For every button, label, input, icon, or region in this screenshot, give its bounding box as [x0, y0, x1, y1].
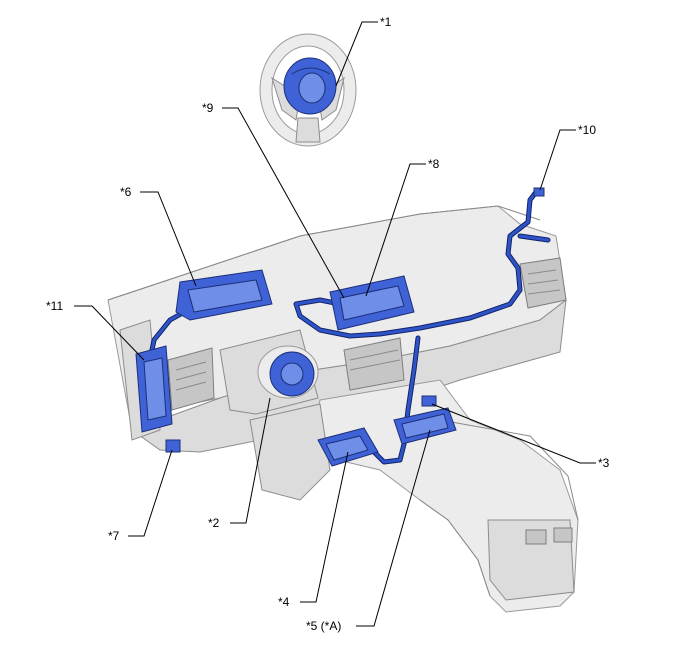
callout-7: *7 [108, 529, 120, 543]
steering-pad-component [283, 57, 337, 115]
left-ecu-component [135, 345, 173, 433]
callout-4: *4 [278, 595, 290, 609]
callout-1: *1 [380, 15, 392, 29]
small-sensor-component [421, 395, 437, 407]
callout-labels: *1 *2 *3 *4 *5 (*A) *6 *7 *8 *9 *10 *11 [46, 15, 610, 633]
antenna-connector-component [533, 187, 545, 197]
callout-3: *3 [598, 456, 610, 470]
wire-harness [147, 189, 551, 465]
center-console [249, 379, 579, 613]
callout-5: *5 (*A) [306, 619, 341, 633]
meter-cluster-component [175, 269, 273, 321]
console-ecu-component [317, 427, 379, 467]
left-connector-component [165, 439, 181, 453]
callout-11: *11 [46, 299, 63, 313]
callout-2: *2 [208, 516, 220, 530]
callout-8: *8 [428, 157, 440, 171]
callout-9: *9 [202, 101, 214, 115]
display-unit-component [329, 275, 415, 331]
spiral-cable-component [269, 351, 315, 397]
callout-10: *10 [578, 123, 596, 137]
callout-6: *6 [120, 185, 132, 199]
leader-lines [74, 21, 596, 627]
center-module-component [393, 407, 457, 445]
